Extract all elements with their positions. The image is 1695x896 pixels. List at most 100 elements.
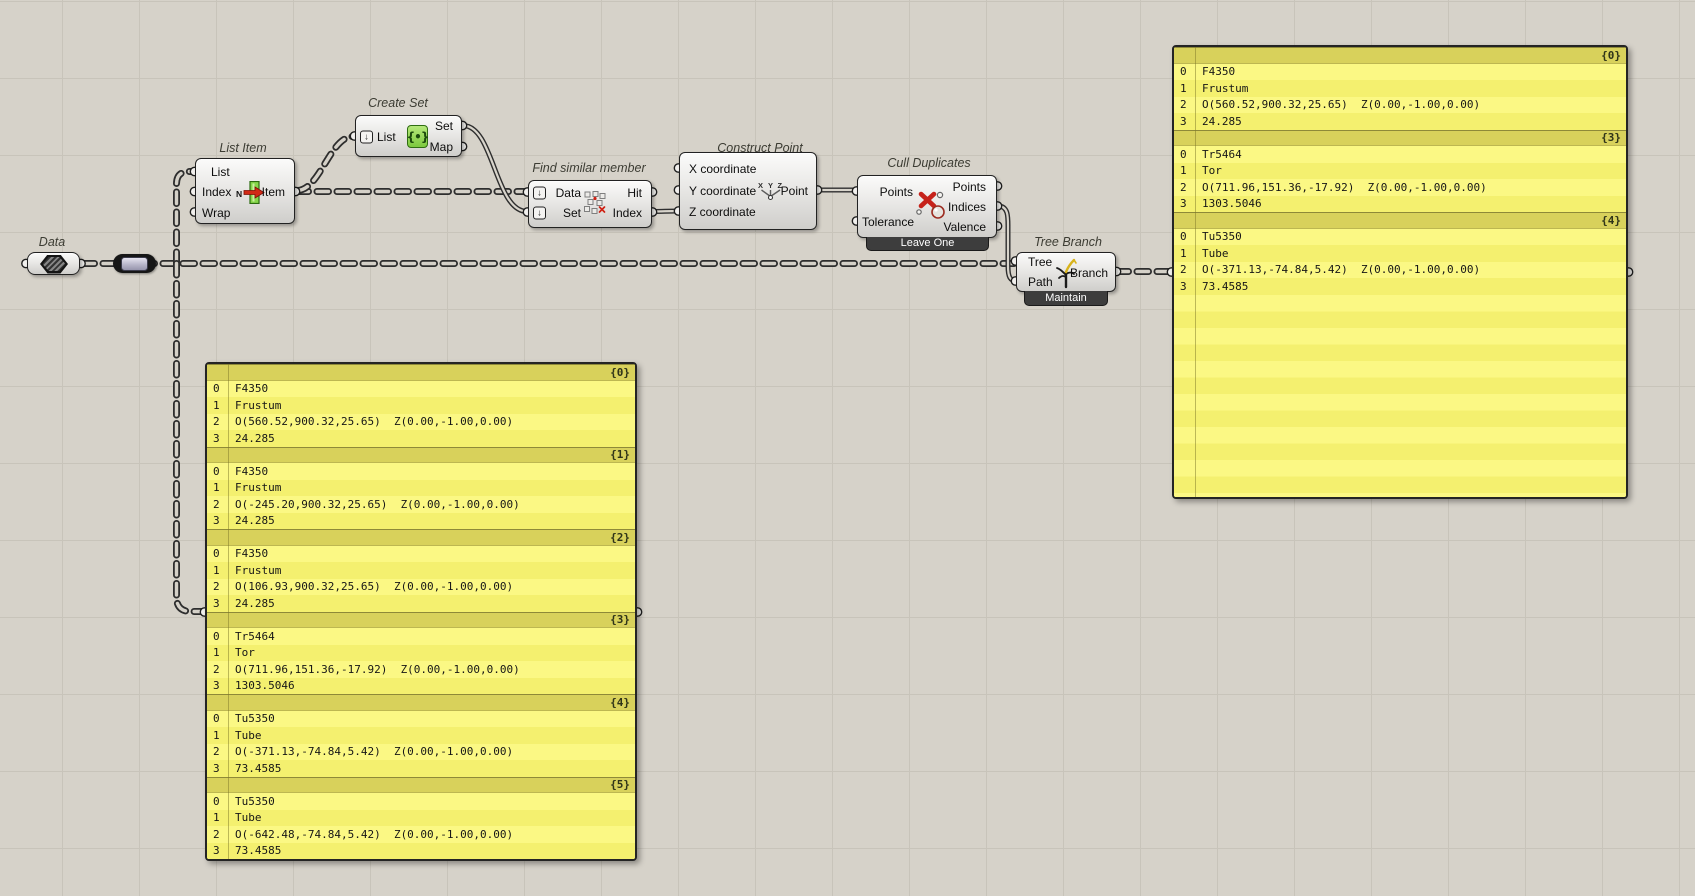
- wire-relay[interactable]: [113, 254, 156, 273]
- branch-path-tag: {4}: [1601, 213, 1621, 227]
- similarity-icon: [584, 191, 606, 214]
- input-wrap[interactable]: Wrap: [202, 206, 231, 220]
- cull-mode-band[interactable]: Leave One: [866, 236, 989, 251]
- component-data-param[interactable]: [27, 252, 80, 275]
- input-index[interactable]: Index: [202, 185, 232, 199]
- construct-point-label: Construct Point: [717, 141, 803, 155]
- panel-section-header: {4}: [207, 694, 635, 711]
- output-valence[interactable]: Valence: [943, 220, 986, 234]
- panel-section-header: {5}: [207, 776, 635, 793]
- list-item-label: List Item: [219, 141, 267, 155]
- component-tree-branch[interactable]: Tree Path Branch: [1016, 252, 1116, 292]
- branch-path-tag: {2}: [610, 530, 630, 544]
- output-hit[interactable]: Hit: [627, 186, 642, 200]
- wire-data-to-bottom-panel[interactable]: [173, 260, 208, 615]
- input-data[interactable]: Data: [555, 186, 581, 200]
- panel-empty-area: [1174, 294, 1626, 497]
- flatten-icon[interactable]: ↓: [533, 206, 546, 220]
- panel-section-header: {3}: [207, 611, 635, 628]
- wire-item-to-createset-core: [295, 134, 355, 193]
- cull-duplicates-label: Cull Duplicates: [887, 156, 971, 170]
- cull-duplicates-icon: [916, 191, 945, 219]
- panel-section-header: {1}: [207, 446, 635, 463]
- component-find-similar-member[interactable]: ↓ Data ↓ Set Hit Index: [528, 180, 652, 228]
- branch-path-tag: {3}: [1601, 131, 1621, 145]
- component-list-item[interactable]: List Index N Item Wrap: [195, 158, 295, 224]
- output-points[interactable]: Points: [952, 180, 986, 194]
- data-param-label: Data: [38, 235, 66, 249]
- branch-path-tag: {5}: [610, 778, 630, 792]
- output-index[interactable]: Index: [612, 206, 642, 220]
- input-path[interactable]: Path: [1028, 275, 1053, 289]
- output-point[interactable]: Point: [780, 184, 808, 198]
- component-construct-point[interactable]: X coordinate Y coordinate Z coordinate X…: [679, 152, 817, 230]
- panel-section-header: {3}: [1174, 129, 1626, 146]
- wire-indices-to-path-core: [997, 204, 1018, 283]
- output-map[interactable]: Map: [429, 140, 453, 154]
- tree-branch-mode-band[interactable]: Maintain: [1024, 290, 1108, 306]
- input-tree[interactable]: Tree: [1028, 255, 1053, 269]
- create-set-label: Create Set: [368, 96, 428, 110]
- input-list[interactable]: List: [377, 130, 396, 144]
- output-branch[interactable]: Branch: [1069, 266, 1108, 280]
- wire-set-to-findsimilar-core: [462, 124, 528, 213]
- component-cull-duplicates[interactable]: Points Tolerance Points Indices Valence: [857, 175, 997, 238]
- output-item[interactable]: Item: [261, 185, 285, 199]
- input-tolerance[interactable]: Tolerance: [862, 215, 915, 229]
- input-x-coordinate[interactable]: X coordinate: [689, 162, 757, 176]
- hexagon-data-icon: [40, 254, 68, 274]
- component-create-set[interactable]: ↓ List {•} Set Map: [355, 115, 462, 157]
- input-z-coordinate[interactable]: Z coordinate: [689, 205, 756, 219]
- input-points[interactable]: Points: [879, 185, 913, 199]
- input-list[interactable]: List: [211, 165, 230, 179]
- flatten-icon[interactable]: ↓: [533, 186, 546, 200]
- branch-path-tag: {0}: [1601, 48, 1621, 62]
- tree-branch-label: Tree Branch: [1034, 235, 1102, 249]
- panel-section-header: {0}: [1174, 47, 1626, 64]
- input-y-coordinate[interactable]: Y coordinate: [689, 184, 757, 198]
- panel-section-header: {0}: [207, 364, 635, 381]
- wire-data-to-listitem-core: [174, 169, 196, 266]
- xyz-point-icon: X Y Z: [758, 181, 783, 201]
- list-item-icon: [243, 181, 265, 204]
- svg-text:Y: Y: [768, 181, 773, 190]
- output-indices[interactable]: Indices: [947, 200, 986, 214]
- flatten-icon[interactable]: ↓: [360, 130, 373, 144]
- panel-section-header: {2}: [207, 529, 635, 546]
- index-modifier-n: N: [236, 189, 243, 199]
- input-set[interactable]: Set: [562, 206, 581, 220]
- output-set[interactable]: Set: [434, 119, 453, 133]
- wire-data-to-listitem[interactable]: [173, 168, 198, 267]
